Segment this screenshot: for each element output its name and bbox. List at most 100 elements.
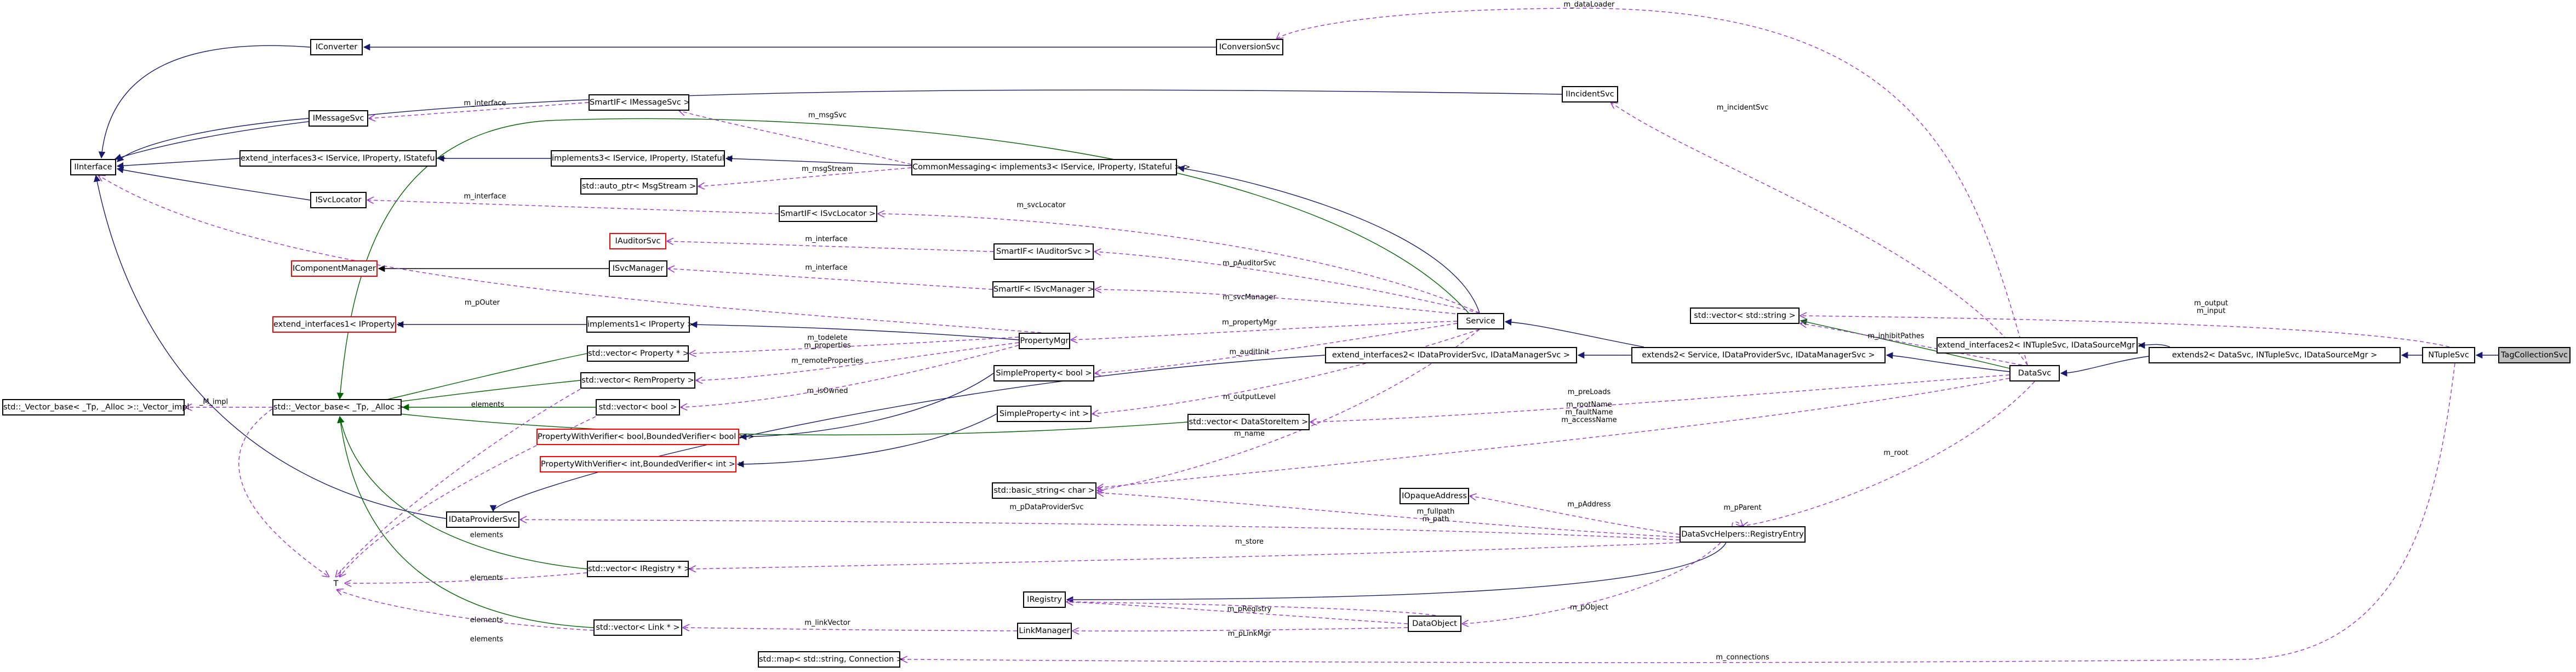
edge-use-output: [1801, 316, 2450, 348]
node-smartif-isvcmanager[interactable]: SmartIF< ISvcManager >: [992, 281, 1094, 298]
node-vector-remproperty[interactable]: std::vector< RemProperty >: [580, 372, 695, 389]
node-ntuplesvc[interactable]: NTupleSvc: [2422, 347, 2475, 363]
edge-use-svclocator: [878, 214, 1480, 314]
node-smartif-iauditorsvc[interactable]: SmartIF< IAuditorSvc >: [993, 243, 1094, 260]
edge-label-m-svcmanager-10: m_svcManager: [1223, 293, 1276, 301]
node-service[interactable]: Service: [1457, 313, 1504, 329]
edge-label-m-incidentsvc-1: m_incidentSvc: [1717, 104, 1768, 112]
edge-isvcloc-iinterface: [116, 166, 311, 201]
edge-label-elements-23: elements: [470, 616, 504, 624]
edge-label-m-root-29: m_root: [1883, 449, 1908, 457]
node-vector-bool[interactable]: std::vector< bool >: [596, 399, 680, 415]
edge-use-rootname: [1098, 378, 2010, 488]
edge-label-m-store-34: m_store: [1235, 538, 1264, 546]
edge-label-m-msgsvc-3: m_msgSvc: [808, 111, 847, 119]
node-vector-iregistry[interactable]: std::vector< IRegistry * >: [587, 561, 690, 577]
edge-label-m-name-18: m_name: [1234, 430, 1265, 438]
node-extend-interfaces2-dataprovider[interactable]: extend_interfaces2< IDataProviderSvc, ID…: [1325, 347, 1577, 363]
node-isvclocator[interactable]: ISvcLocator: [310, 192, 367, 208]
node-auto-ptr-msgstream[interactable]: std::auto_ptr< MsgStream >: [580, 178, 698, 195]
node-t[interactable]: T: [333, 579, 339, 588]
edge-label-m-pdataprovidersvc-33: m_pDataProviderSvc: [1009, 503, 1083, 511]
node-iconverter[interactable]: IConverter: [310, 39, 363, 55]
edge-idatap-iinterface: [94, 174, 447, 519]
edge-use-pouter: [99, 175, 1042, 333]
node-extends2-datasvc[interactable]: extends2< DataSvc, INTupleSvc, IDataSour…: [2149, 347, 2401, 363]
edge-regentry-iregistry: [1066, 542, 1727, 603]
edge-common-implements3: [725, 155, 912, 166]
edge-datasvc-extends2svc: [1886, 352, 2010, 372]
edge-use-pauditor: [1095, 252, 1480, 314]
edge-service-common: [1177, 165, 1480, 314]
node-pwv-int[interactable]: PropertyWithVerifier< int,BoundedVerifie…: [540, 456, 745, 472]
node-vector-base[interactable]: std::_Vector_base< _Tp, _Alloc >: [272, 399, 404, 415]
node-implements1[interactable]: implements1< IProperty >: [586, 316, 694, 333]
edge-use-linkvector: [683, 628, 1018, 631]
edge-label-m-pobject-37: m_pObject: [1570, 603, 1608, 612]
node-imessagesvc[interactable]: IMessageSvc: [309, 110, 368, 127]
node-extends2-service[interactable]: extends2< Service, IDataProviderSvc, IDa…: [1631, 347, 1886, 363]
edge-use-svcmgr-interface: [669, 269, 993, 290]
edge-use-incident: [1611, 102, 2028, 366]
node-linkmanager[interactable]: LinkManager: [1017, 623, 1072, 639]
node-smartif-isvclocator[interactable]: SmartIF< ISvcLocator >: [779, 206, 877, 222]
node-registryentry[interactable]: DataSvcHelpers::RegistryEntry: [1680, 526, 1806, 543]
node-propertymgr[interactable]: PropertyMgr: [1019, 333, 1070, 349]
node-datasvc[interactable]: DataSvc: [2009, 365, 2060, 381]
node-simpleproperty-int[interactable]: SimpleProperty< int >: [997, 406, 1092, 422]
node-tagcollectionsvc[interactable]: TagCollectionSvc: [2498, 347, 2571, 363]
node-iopaqueaddress[interactable]: IOpaqueAddress: [1400, 488, 1469, 504]
edge-use-dataloader: [1277, 8, 2028, 366]
edge-use-svcloc-interface: [368, 200, 779, 214]
edge-use-paddress: [1470, 496, 1680, 535]
edge-label-m-preloads-27: m_preLoads: [1568, 388, 1611, 396]
node-extend-interfaces2-ntuple[interactable]: extend_interfaces2< INTupleSvc, IDataSou…: [1937, 337, 2144, 354]
node-isvcmanager[interactable]: ISvcManager: [609, 260, 667, 277]
edge-use-pobject: [1463, 542, 1721, 624]
node-map-connection[interactable]: std::map< std::string, Connection >: [758, 651, 903, 668]
edge-viregistry-vbase: [338, 415, 587, 570]
edge-label-m-auditinit-16: m_auditInit: [1229, 348, 1269, 356]
node-simpleproperty-bool[interactable]: SimpleProperty< bool >: [993, 365, 1094, 381]
node-iincidentsvc[interactable]: IIncidentSvc: [1562, 86, 1618, 102]
node-pwv-bool[interactable]: PropertyWithVerifier< bool,BoundedVerifi…: [536, 429, 755, 445]
edge-label-elements-22: elements: [470, 574, 504, 582]
node-vector-string[interactable]: std::vector< std::string >: [1690, 307, 1800, 324]
edge-label-m-interface-9: m_interface: [805, 264, 847, 272]
node-smartif-imessagesvc[interactable]: SmartIF< IMessageSvc >: [589, 94, 690, 111]
node-extend-interfaces1[interactable]: extend_interfaces1< IProperty >: [272, 316, 404, 333]
node-dataobject[interactable]: DataObject: [1408, 616, 1461, 632]
edge-label-m-outputlevel-17: m_outputLevel: [1223, 393, 1276, 401]
node-vector-property[interactable]: std::vector< Property * >: [587, 345, 689, 362]
node-vector-datastoreitem[interactable]: std::vector< DataStoreItem >: [1187, 414, 1310, 430]
node-commonmessaging[interactable]: CommonMessaging< implements3< IService, …: [911, 159, 1190, 175]
edge-use-fullpath: [1098, 493, 1680, 538]
edge-label-m-dataloader-0: m_dataLoader: [1564, 1, 1615, 9]
node-icomponentmanager[interactable]: IComponentManager: [291, 260, 378, 277]
node-iinterface[interactable]: IInterface: [70, 159, 116, 175]
edge-imsg-iinterface: [117, 118, 309, 162]
edge-label-elements-21: elements: [470, 531, 504, 539]
edge-extends2-extint2: [2138, 341, 2171, 349]
node-iauditorsvc[interactable]: IAuditorSvc: [609, 233, 666, 249]
edge-use-inhibit: [1801, 323, 2023, 366]
edge-use-pdataprov: [521, 520, 1680, 540]
edge-label-m-inhibitpathes-26: m_inhibitPathes: [1867, 332, 1924, 340]
edge-dataobject-registry: [1067, 602, 1436, 616]
node-iconversionsvc[interactable]: IConversionSvc: [1216, 39, 1283, 55]
edge-label-m-pregistry-35: m_pRegistry: [1227, 605, 1272, 613]
node-idataprovidersvc[interactable]: IDataProviderSvc: [446, 511, 519, 528]
edge-label-m-svclocator-6: m_svcLocator: [1016, 201, 1066, 209]
node-vector-impl[interactable]: std::_Vector_base< _Tp, _Alloc >::_Vecto…: [2, 399, 189, 415]
edge-vlink-vbase: [337, 415, 594, 628]
node-vector-link[interactable]: std::vector< Link * >: [593, 619, 682, 636]
node-implements3[interactable]: implements3< IService, IProperty, IState…: [551, 150, 733, 167]
node-extend-interfaces3[interactable]: extend_interfaces3< IService, IProperty,…: [239, 150, 446, 167]
node-iregistry[interactable]: IRegistry: [1023, 591, 1066, 608]
edge-label-m-propertymgr-12: m_propertyMgr: [1222, 318, 1277, 327]
node-basic-string[interactable]: std::basic_string< char >: [992, 482, 1096, 499]
